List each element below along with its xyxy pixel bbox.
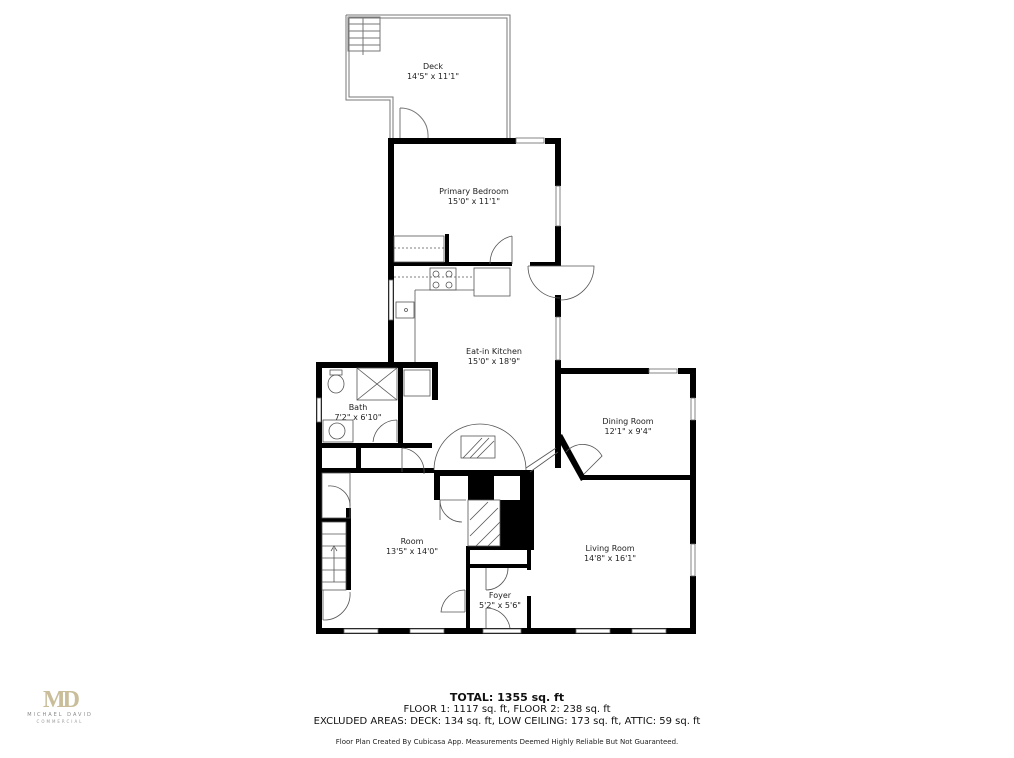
kitchen-sink-icon bbox=[395, 301, 415, 319]
walls bbox=[316, 138, 696, 634]
excluded-areas: EXCLUDED AREAS: DECK: 134 sq. ft, LOW CE… bbox=[313, 716, 701, 727]
fireplace-hatch-icon bbox=[460, 435, 496, 459]
room-label-bath: Bath 7'2" x 6'10" bbox=[334, 403, 381, 423]
room-label-foyer: Foyer 5'2" x 5'6" bbox=[479, 591, 521, 611]
room-dimensions: 14'5" x 11'1" bbox=[406, 72, 460, 81]
room-label-room: Room 13'5" x 14'0" bbox=[386, 537, 438, 557]
fixtures bbox=[321, 235, 603, 629]
room-dimensions: 15'0" x 18'9" bbox=[467, 357, 521, 366]
room-label-primary-bedroom: Primary Bedroom 15'0" x 11'1" bbox=[439, 187, 509, 207]
logo-name: MICHAEL DAVID bbox=[27, 712, 93, 718]
room-label-living-room: Living Room 14'8" x 16'1" bbox=[584, 544, 636, 564]
logo-subtitle: COMMERCIAL bbox=[36, 719, 84, 724]
room-name: Living Room bbox=[585, 544, 635, 553]
room-dimensions: 13'5" x 14'0" bbox=[385, 547, 439, 556]
room-label-eat-in-kitchen: Eat-in Kitchen 15'0" x 18'9" bbox=[466, 347, 522, 367]
total-area: TOTAL: 1355 sq. ft bbox=[449, 691, 565, 704]
room-name: Foyer bbox=[488, 591, 512, 600]
deck-outline bbox=[345, 14, 511, 140]
deck-stairs-icon bbox=[347, 16, 381, 55]
room-name: Eat-in Kitchen bbox=[466, 347, 522, 356]
room-dimensions: 5'2" x 5'6" bbox=[479, 601, 521, 610]
room-name: Dining Room bbox=[602, 417, 654, 426]
disclaimer: Floor Plan Created By Cubicasa App. Meas… bbox=[335, 738, 679, 746]
room-name: Deck bbox=[422, 62, 444, 71]
room-dimensions: 14'8" x 16'1" bbox=[583, 554, 637, 563]
stove-icon bbox=[429, 267, 457, 291]
room-label-deck: Deck 14'5" x 11'1" bbox=[407, 62, 459, 82]
room-name: Bath bbox=[348, 403, 368, 412]
room-name: Room bbox=[400, 537, 424, 546]
room-dimensions: 12'1" x 9'4" bbox=[604, 427, 652, 436]
logo-monogram: MD bbox=[43, 687, 80, 713]
shower-icon bbox=[356, 367, 398, 401]
stairs-icon bbox=[321, 521, 347, 591]
room-name: Primary Bedroom bbox=[439, 187, 509, 196]
room-dimensions: 7'2" x 6'10" bbox=[334, 413, 382, 422]
bath-sink-icon bbox=[322, 419, 354, 443]
area-summary: TOTAL: 1355 sq. ft FLOOR 1: 1117 sq. ft,… bbox=[314, 692, 701, 728]
room-dimensions: 15'0" x 11'1" bbox=[447, 197, 501, 206]
room-label-dining-room: Dining Room 12'1" x 9'4" bbox=[602, 417, 653, 437]
floor-areas: FLOOR 1: 1117 sq. ft, FLOOR 2: 238 sq. f… bbox=[403, 704, 611, 715]
company-logo: MD MICHAEL DAVID COMMERCIAL bbox=[20, 688, 100, 725]
toilet-icon bbox=[327, 369, 345, 394]
windows bbox=[316, 137, 696, 634]
